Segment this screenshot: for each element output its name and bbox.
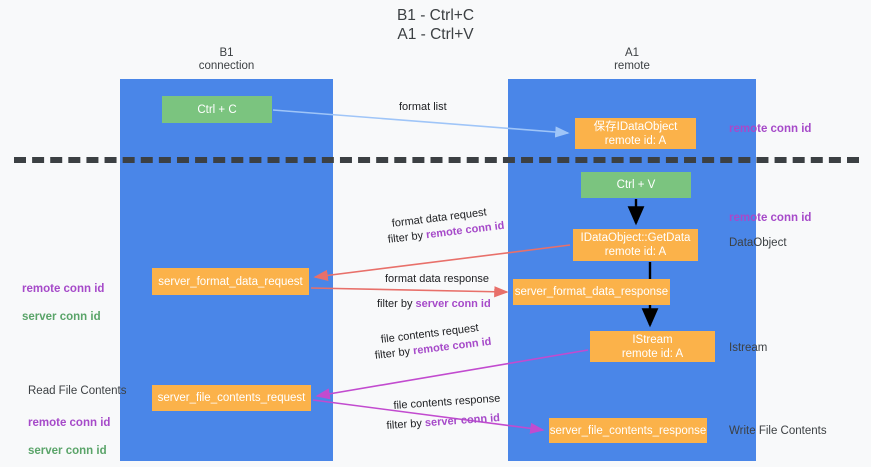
node-istream[interactable]: IStream remote id: A [590, 331, 715, 362]
filter-prefix: filter by [387, 229, 427, 246]
edge-label-file-contents-response: file contents response [393, 392, 501, 412]
node-server-file-contents-request[interactable]: server_file_contents_request [152, 385, 311, 411]
annotation-read-file-contents: Read File Contents [28, 385, 127, 397]
node-server-file-contents-response[interactable]: server_file_contents_response [549, 418, 707, 443]
annotation-left-conn-ids-2: remote conn id server conn id [28, 402, 110, 458]
edge-format-data-response [310, 286, 509, 298]
filter-key-server-conn-id: server conn id [415, 298, 491, 310]
annotation-dataobject: DataObject [729, 237, 787, 249]
node-server-format-data-response[interactable]: server_format_data_response [513, 279, 670, 305]
node-ctrl-c[interactable]: Ctrl + C [162, 96, 272, 123]
filter-prefix: filter by [374, 345, 414, 362]
swimlane-header-a1: A1 remote [614, 47, 650, 72]
node-ctrl-v[interactable]: Ctrl + V [581, 172, 691, 198]
phase-divider [14, 157, 859, 163]
annotation-left-conn-ids-1: remote conn id server conn id [22, 268, 104, 324]
edge-label-file-contents-response-filter: filter by server conn id [386, 411, 500, 433]
node-idataobject-getdata[interactable]: IDataObject::GetData remote id: A [573, 229, 698, 261]
edge-label-format-data-response: format data response [385, 273, 489, 285]
filter-prefix: filter by [386, 417, 426, 432]
filter-prefix: filter by [377, 298, 416, 310]
node-server-format-data-request[interactable]: server_format_data_request [152, 268, 309, 295]
edge-label-format-list: format list [399, 101, 447, 113]
annotation-left-remote-conn-id-2: remote conn id [28, 417, 111, 429]
annotation-left-server-conn-id-1: server conn id [22, 311, 101, 323]
node-save-idataobject[interactable]: 保存IDataObject remote id: A [575, 118, 696, 149]
filter-key-server-conn-id: server conn id [424, 412, 501, 430]
annotation-left-server-conn-id-2: server conn id [28, 445, 107, 457]
annotation-write-file-contents: Write File Contents [729, 425, 827, 437]
annotation-remote-conn-id-mid: remote conn id [729, 212, 812, 224]
annotation-istream: Istream [729, 342, 768, 354]
swimlane-header-b1: B1 connection [198, 47, 255, 72]
annotation-remote-conn-id-top: remote conn id [729, 123, 812, 135]
edge-label-format-data-response-filter: filter by server conn id [377, 297, 491, 311]
annotation-left-remote-conn-id-1: remote conn id [22, 283, 105, 295]
diagram-title: B1 - Ctrl+C A1 - Ctrl+V [396, 7, 475, 43]
